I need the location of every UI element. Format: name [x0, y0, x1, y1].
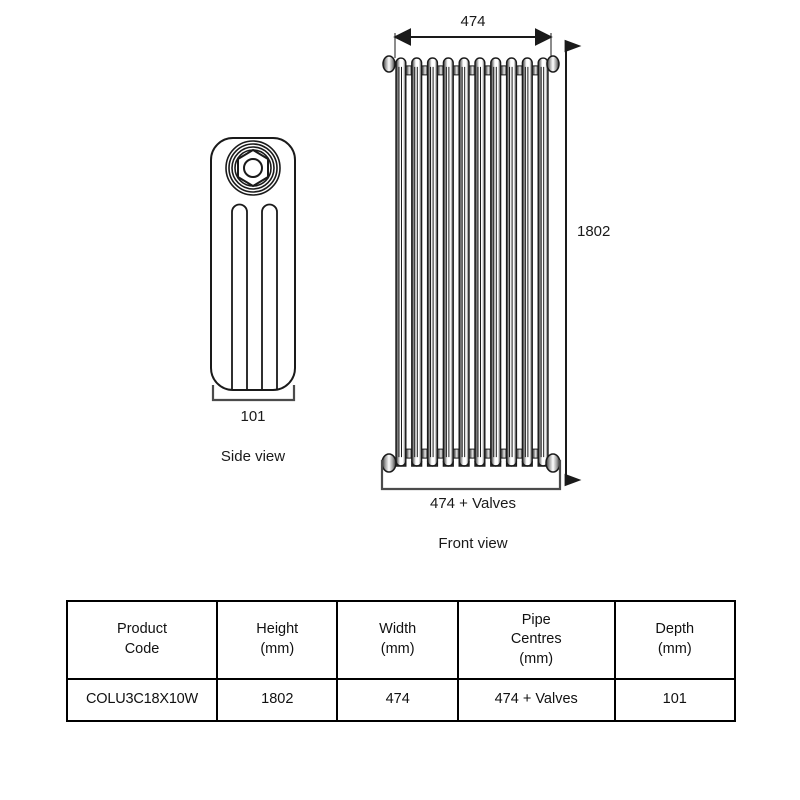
side-view-depth-bracket [211, 385, 296, 402]
front-view-label: Front view [438, 535, 507, 552]
spec-table-container: Product Code Height (mm) Width (mm) Pipe… [65, 600, 737, 722]
radiator-column-link [452, 65, 460, 76]
front-view-group: 474 1802 474 + Valves Front view [380, 13, 610, 552]
front-view-pipe-centres-label: 474 + Valves [430, 495, 516, 512]
cell-width: 474 [336, 678, 459, 722]
radiator-column [537, 57, 549, 467]
front-view-end-valves [381, 55, 561, 473]
header-product-code: Product Code [65, 600, 219, 680]
radiator-column-link [421, 448, 429, 459]
side-view-valve-detail [225, 140, 281, 196]
header-height-line1: Height [256, 621, 299, 638]
radiator-column-link [484, 65, 492, 76]
radiator-column-link [436, 448, 444, 459]
spec-table-head: Product Code Height (mm) Width (mm) Pipe… [65, 600, 737, 680]
radiator-column-link [436, 65, 444, 76]
header-pipe-centres: Pipe Centres (mm) [456, 600, 616, 680]
radiator-column-foot [521, 460, 533, 467]
radiator-column-link [515, 448, 523, 459]
radiator-column-link [452, 448, 460, 459]
side-view-depth-label: 101 [240, 408, 265, 425]
radiator-column [490, 57, 502, 467]
radiator-column-link [468, 65, 476, 76]
side-view-group: 101 Side view [210, 137, 296, 465]
radiator-column [442, 57, 454, 467]
radiator-column-foot [458, 460, 470, 467]
cell-pipe-centres: 474 + Valves [456, 678, 616, 722]
radiator-column-foot [505, 460, 518, 467]
radiator-column-foot [474, 460, 486, 467]
radiator-column-link [500, 448, 508, 459]
radiator-column-foot [411, 460, 423, 467]
header-pipe-centres-line3: (mm) [519, 650, 554, 667]
header-height: Height (mm) [216, 600, 339, 680]
radiator-column [505, 57, 518, 467]
radiator-column-link [531, 65, 539, 76]
cell-depth: 101 [613, 678, 737, 722]
header-height-line2: (mm) [260, 641, 295, 657]
header-pipe-centres-line1: Pipe [521, 611, 551, 628]
header-product-code-line1: Product [117, 621, 168, 638]
radiator-column-foot [426, 460, 439, 467]
radiator-column [521, 57, 533, 467]
front-view-width-label: 474 [460, 13, 485, 30]
spec-table-body: COLU3C18X10W 1802 474 474 + Valves 101 [65, 678, 737, 722]
radiator-column [474, 57, 486, 467]
radiator-column-link [484, 448, 492, 459]
radiator-column-foot [442, 460, 454, 467]
header-width-line1: Width [379, 621, 417, 638]
radiator-column-link [500, 65, 508, 76]
table-row: COLU3C18X10W 1802 474 474 + Valves 101 [65, 678, 737, 722]
radiator-column-link [468, 448, 476, 459]
cell-height: 1802 [216, 678, 339, 722]
header-width-line2: (mm) [380, 641, 415, 657]
cell-product-code: COLU3C18X10W [65, 678, 219, 722]
radiator-column-link [421, 65, 429, 76]
radiator-column-stack [395, 57, 549, 467]
front-view-height-label: 1802 [577, 223, 610, 240]
side-view-label: Side view [221, 448, 285, 465]
header-depth-line2: (mm) [657, 641, 692, 657]
spec-table: Product Code Height (mm) Width (mm) Pipe… [65, 600, 737, 722]
header-pipe-centres-line2: Centres [510, 631, 562, 648]
header-depth: Depth (mm) [613, 600, 737, 680]
radiator-column [426, 57, 439, 467]
header-width: Width (mm) [336, 600, 459, 680]
header-product-code-line2: Code [124, 641, 160, 657]
radiator-column-foot [490, 460, 502, 467]
radiator-column [395, 57, 407, 467]
radiator-column-link [405, 448, 413, 459]
front-view-pipe-centres-bracket [380, 460, 562, 491]
spec-table-header-row: Product Code Height (mm) Width (mm) Pipe… [65, 600, 737, 680]
radiator-column-link [405, 65, 413, 76]
side-view-column-slots [231, 203, 278, 390]
front-view-width-dimension [393, 28, 553, 58]
radiator-column [458, 57, 470, 467]
header-depth-line1: Depth [655, 621, 695, 638]
radiator-column-link [515, 65, 523, 76]
radiator-column-link [531, 448, 539, 459]
radiator-column [411, 57, 423, 467]
